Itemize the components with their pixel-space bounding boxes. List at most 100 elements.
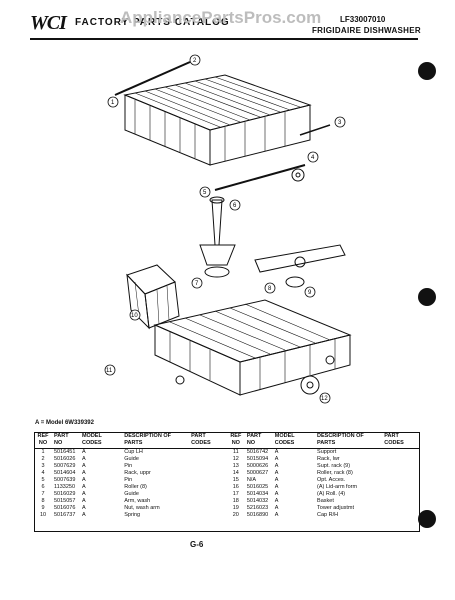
cell-desc: Opt. Acces. (317, 477, 346, 483)
callout-9: 9 (308, 290, 312, 296)
cell-code: A (81, 470, 86, 476)
cell-part: 5016451 (54, 449, 76, 455)
cell-part: 5016890 (246, 512, 269, 518)
cell-desc: Arm, wash (124, 498, 151, 504)
col-ref-no-2: REF NO (226, 432, 245, 449)
cell-desc: (A) Lid-arm form (317, 484, 358, 490)
cell-desc: Roller, rack (8) (317, 470, 353, 476)
cell-part: 5007639 (54, 477, 76, 483)
cell-code: A (274, 512, 279, 518)
cell-code: A (81, 463, 86, 469)
cell-code: A (81, 512, 86, 518)
callout-12: 12 (321, 396, 328, 402)
cell-part: 5016737 (54, 512, 76, 518)
model-number: LF33007010 (340, 15, 386, 24)
cell-ref: 19 (232, 505, 239, 511)
cell-desc: Guide (124, 491, 139, 497)
cell-ref: 15 (232, 477, 239, 483)
cell-ref: 3 (41, 463, 45, 469)
cell-part: 5007629 (54, 463, 76, 469)
cell-pcode (189, 512, 227, 519)
cell-pcode (382, 449, 420, 457)
brand-name: FACTORY PARTS CATALOG (75, 17, 230, 28)
cell-desc: Rack, lwr (317, 456, 340, 462)
cell-pcode (382, 484, 420, 491)
cell-code: A (274, 505, 279, 511)
cell-code: A (81, 449, 86, 455)
cell-ref: 18 (232, 498, 239, 504)
cell-part: 5016025 (246, 484, 269, 490)
cell-pcode (189, 470, 227, 477)
cell-pcode (382, 491, 420, 498)
cell-desc: Nut, wash arm (124, 505, 160, 511)
cell-part: 5016742 (246, 449, 269, 455)
cell-ref: 6 (41, 484, 45, 490)
cell-pcode (382, 477, 420, 484)
callout-7: 7 (195, 281, 199, 287)
cell-ref: 14 (232, 470, 239, 476)
cell-code: A (81, 505, 86, 511)
cell-part: N/A (246, 477, 256, 483)
cell-desc: Support (317, 449, 337, 455)
exploded-parts-diagram: 1 2 3 4 5 6 7 8 9 10 11 12 (104, 54, 352, 404)
cell-part: 5015057 (54, 498, 76, 504)
cell-part: 5000627 (246, 470, 269, 476)
col-part-no: PART NO (52, 432, 80, 449)
table-row: 4 5014604 A Rack, uppr 14 5000627 A Roller, rac… (34, 470, 420, 477)
callout-8: 8 (268, 286, 272, 292)
cell-code: A (81, 484, 86, 490)
cell-pcode (382, 512, 420, 519)
callout-2: 2 (193, 58, 197, 64)
cell-part: 5014604 (54, 470, 76, 476)
cell-ref: 16 (232, 484, 239, 490)
cell-pcode (189, 498, 227, 505)
cell-code: A (274, 477, 279, 483)
callout-4: 4 (311, 155, 315, 161)
cell-ref: 11 (232, 449, 239, 455)
brand-logo: WCI (30, 12, 67, 34)
cell-part: 5014034 (246, 491, 269, 497)
cell-code: A (274, 449, 279, 455)
cell-desc: (A) Roll. (4) (317, 491, 346, 497)
callout-1: 1 (111, 100, 115, 106)
model-note: A = Model 6W339392 (35, 420, 94, 426)
col-description-2: DESCRIPTION OF PARTS (315, 432, 383, 449)
col-description: DESCRIPTION OF PARTS (122, 432, 190, 449)
cell-part: 5015094 (246, 456, 269, 462)
cell-ref: 10 (39, 512, 47, 518)
page-number: G-6 (190, 540, 204, 549)
watermark: AppliancePartsPros.com (120, 8, 322, 27)
cell-code: A (81, 491, 86, 497)
cell-code: A (81, 456, 86, 462)
cell-ref: 5 (41, 477, 45, 483)
cell-desc: Roller (8) (124, 484, 147, 490)
cell-part: 5016029 (54, 491, 76, 497)
callout-labels: 1 2 3 4 5 6 7 8 9 10 11 12 (104, 54, 346, 404)
cell-code: A (274, 470, 279, 476)
col-part-codes-2: PART CODES (382, 432, 420, 449)
cell-ref: 20 (232, 512, 239, 518)
cell-pcode (382, 470, 420, 477)
cell-ref: 7 (41, 491, 45, 497)
cell-desc: Tower adjustmt (317, 505, 355, 511)
cell-ref: 4 (41, 470, 45, 476)
cell-desc: Rack, uppr (124, 470, 151, 476)
cell-desc: Pin (124, 477, 133, 483)
punch-hole-top (418, 62, 436, 80)
cell-pcode (382, 498, 420, 505)
cell-pcode (189, 505, 227, 512)
cell-ref: 2 (41, 456, 45, 462)
callout-3: 3 (338, 120, 342, 126)
punch-hole-bottom (418, 510, 436, 528)
header-rule (30, 38, 418, 40)
cell-pcode (189, 477, 227, 484)
cell-part: 1133250 (54, 484, 76, 490)
